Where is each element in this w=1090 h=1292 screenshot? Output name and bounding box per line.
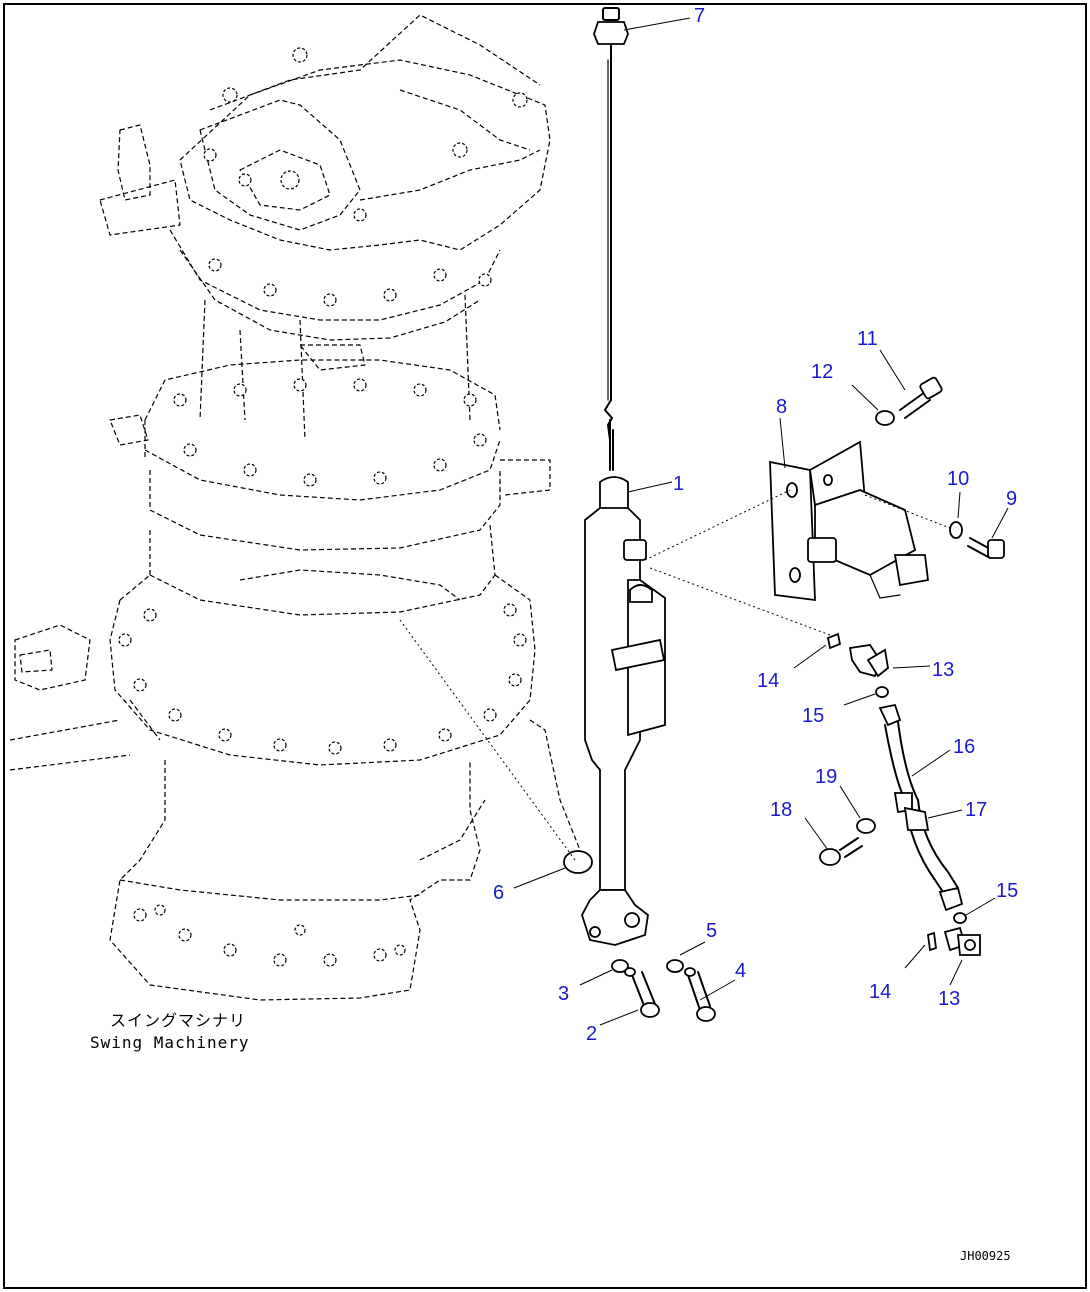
callout-11: 11 bbox=[857, 328, 878, 350]
bolt-9 bbox=[967, 537, 1005, 559]
caption-english: Swing Machinery bbox=[90, 1033, 250, 1052]
callout-14-lower: 14 bbox=[869, 981, 891, 1003]
callout-16: 16 bbox=[953, 736, 975, 758]
leader-lines bbox=[513, 17, 1009, 1026]
callout-19: 19 bbox=[815, 766, 837, 788]
callout-3: 3 bbox=[558, 983, 569, 1005]
callout-15-lower: 15 bbox=[996, 880, 1018, 902]
filler-tube bbox=[581, 476, 666, 946]
callout-13-lower: 13 bbox=[938, 988, 960, 1010]
callout-12: 12 bbox=[811, 361, 833, 383]
callout-10: 10 bbox=[947, 468, 969, 490]
o-ring-15-upper bbox=[875, 686, 889, 698]
callout-2: 2 bbox=[586, 1023, 597, 1045]
callout-14-upper: 14 bbox=[757, 670, 779, 692]
callouts: 1 2 3 4 5 6 7 8 9 10 11 12 13 13 14 14 1… bbox=[493, 5, 1018, 1045]
callout-8: 8 bbox=[776, 396, 787, 418]
flange-fasteners bbox=[611, 959, 716, 1022]
reference-code: JH00925 bbox=[960, 1249, 1011, 1263]
plug-14-lower bbox=[927, 931, 937, 952]
callout-17: 17 bbox=[965, 799, 987, 821]
callout-13-upper: 13 bbox=[932, 659, 954, 681]
callout-6: 6 bbox=[493, 882, 504, 904]
callout-7: 7 bbox=[694, 5, 705, 27]
o-ring-15-lower bbox=[953, 912, 967, 924]
bracket bbox=[769, 440, 929, 602]
hose bbox=[878, 703, 964, 912]
callout-5: 5 bbox=[706, 920, 717, 942]
caption-japanese: スイングマシナリ bbox=[110, 1011, 246, 1030]
washer-10 bbox=[949, 521, 963, 539]
washer-19 bbox=[856, 818, 876, 834]
callout-1: 1 bbox=[673, 473, 684, 495]
callout-18: 18 bbox=[770, 799, 792, 821]
bolt-11 bbox=[899, 376, 943, 419]
swing-machinery-illustration bbox=[9, 14, 581, 1001]
elbow-13-lower bbox=[943, 926, 981, 956]
diagram-frame bbox=[3, 3, 1087, 1289]
washer-12 bbox=[875, 410, 895, 426]
bolt-18 bbox=[819, 837, 863, 866]
plug-14-upper bbox=[826, 632, 842, 650]
callout-15-upper: 15 bbox=[802, 705, 824, 727]
o-ring bbox=[563, 850, 593, 874]
dipstick bbox=[593, 7, 629, 471]
elbow-13-upper bbox=[848, 644, 889, 678]
callout-9: 9 bbox=[1006, 488, 1017, 510]
callout-4: 4 bbox=[735, 960, 746, 982]
